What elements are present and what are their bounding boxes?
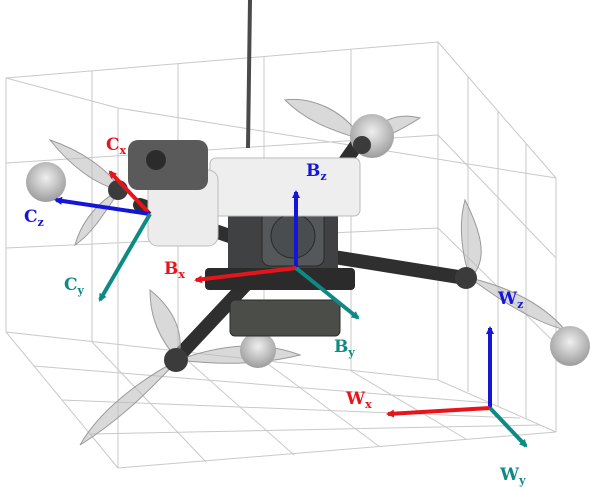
camera-lens [146,150,166,170]
motor-cones [26,114,590,368]
camera-body [128,140,208,190]
body-y-label: By [334,337,355,359]
body-z-label: Bz [306,161,327,183]
top-mount [209,157,361,217]
world-frame: Wz Wx Wy [345,289,528,487]
body-frame: Bz Bx By [164,161,360,359]
camera-z-label: Cz [24,207,44,229]
propellers [48,98,567,446]
world-y-axis [488,406,528,448]
body-y-axis [294,266,360,320]
camera-x-axis [108,170,152,216]
body-x-axis [194,266,297,284]
antenna [246,0,252,149]
fan [270,213,316,259]
camera-frame: Cx Cz Cy [24,135,152,302]
camera-x-label: Cx [106,135,127,157]
camera-y-label: Cy [64,275,85,297]
motors [108,136,477,372]
quadrotor [26,0,590,446]
world-y-label: Wy [499,465,526,487]
world-x-label: Wx [345,389,372,411]
world-x-axis [386,406,491,418]
camera-z-axis [54,196,151,216]
body-x-label: Bx [164,259,185,281]
camera-y-axis [98,212,152,302]
world-z-label: Wz [497,289,523,311]
rear-battery [229,299,341,337]
